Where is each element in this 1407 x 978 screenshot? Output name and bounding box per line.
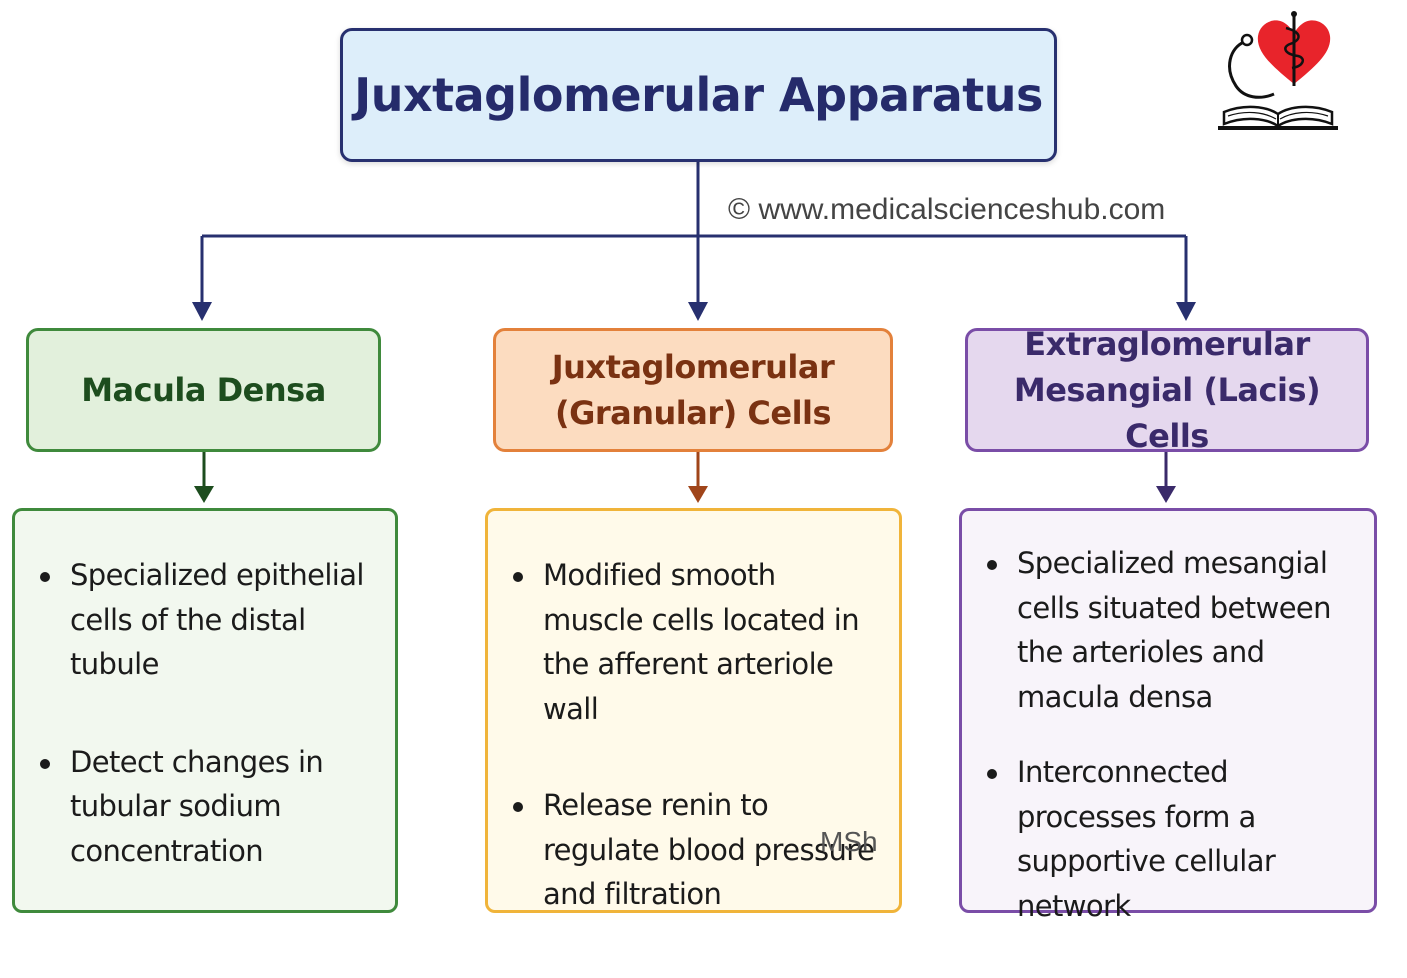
- bullet-icon: [513, 572, 523, 582]
- arrowhead-md-detail: [194, 486, 214, 503]
- lacis-bullet-list: Specialized mesangial cells situated bet…: [962, 541, 1354, 928]
- bullet-text: Specialized mesangial cells situated bet…: [1017, 546, 1332, 714]
- lacis-cells-details: Specialized mesangial cells situated bet…: [959, 508, 1377, 923]
- list-item: Modified smooth muscle cells located in …: [488, 553, 879, 731]
- arrowhead-lacis-cells: [1176, 302, 1196, 321]
- list-item: Release renin to regulate blood pressure…: [488, 783, 879, 917]
- macula-densa-heading-line1: Macula Densa: [81, 371, 326, 409]
- juxtaglomerular-cells-heading-line1: Juxtaglomerular: [551, 348, 835, 386]
- bullet-icon: [987, 560, 997, 570]
- juxtaglomerular-bullet-list: Modified smooth muscle cells located in …: [488, 553, 879, 917]
- arrowhead-lc-detail: [1156, 486, 1176, 503]
- bullet-text: Detect changes in tubular sodium concent…: [70, 744, 324, 868]
- copyright-watermark: © www.medicalscienceshub.com: [728, 193, 1166, 226]
- list-item: Detect changes in tubular sodium concent…: [15, 740, 385, 874]
- title-box: Juxtaglomerular Apparatus: [340, 28, 1057, 162]
- macula-densa-bullet-list: Specialized epithelial cells of the dist…: [15, 553, 385, 873]
- lacis-cells-heading: Extraglomerular Mesangial (Lacis) Cells: [968, 321, 1366, 459]
- bullet-icon: [987, 769, 997, 779]
- medical-heart-logo-icon: [1218, 11, 1338, 130]
- juxtaglomerular-cells-details: Modified smooth muscle cells located in …: [485, 508, 902, 913]
- arrowhead-macula-densa: [192, 302, 212, 321]
- arrowhead-jg-detail: [688, 486, 708, 503]
- author-signature: MSh: [820, 826, 878, 857]
- lacis-cells-heading-line2: Mesangial (Lacis) Cells: [1013, 371, 1321, 455]
- juxtaglomerular-cells-heading: Juxtaglomerular (Granular) Cells: [552, 344, 835, 436]
- list-item: Specialized mesangial cells situated bet…: [962, 541, 1354, 719]
- list-item: Interconnected processes form a supporti…: [962, 750, 1354, 928]
- diagram-title: Juxtaglomerular Apparatus: [354, 68, 1043, 122]
- macula-densa-box: Macula Densa: [26, 328, 381, 452]
- bullet-text: Release renin to regulate blood pressure…: [543, 788, 875, 911]
- list-item: Specialized epithelial cells of the dist…: [15, 553, 385, 687]
- bullet-text: Specialized epithelial cells of the dist…: [70, 558, 364, 681]
- macula-densa-details: Specialized epithelial cells of the dist…: [12, 508, 398, 913]
- bullet-icon: [40, 758, 50, 769]
- bullet-text: Interconnected processes form a supporti…: [1017, 755, 1276, 923]
- lacis-cells-heading-line1: Extraglomerular: [1024, 325, 1310, 363]
- lacis-cells-box: Extraglomerular Mesangial (Lacis) Cells: [965, 325, 1369, 455]
- bullet-icon: [513, 802, 523, 812]
- macula-densa-heading: Macula Densa: [81, 367, 326, 413]
- juxtaglomerular-cells-box: Juxtaglomerular (Granular) Cells: [493, 328, 893, 452]
- bullet-icon: [40, 572, 50, 582]
- bullet-text: Modified smooth muscle cells located in …: [543, 558, 860, 726]
- arrowhead-jg-cells: [688, 302, 708, 321]
- juxtaglomerular-cells-heading-line2: (Granular) Cells: [554, 394, 832, 432]
